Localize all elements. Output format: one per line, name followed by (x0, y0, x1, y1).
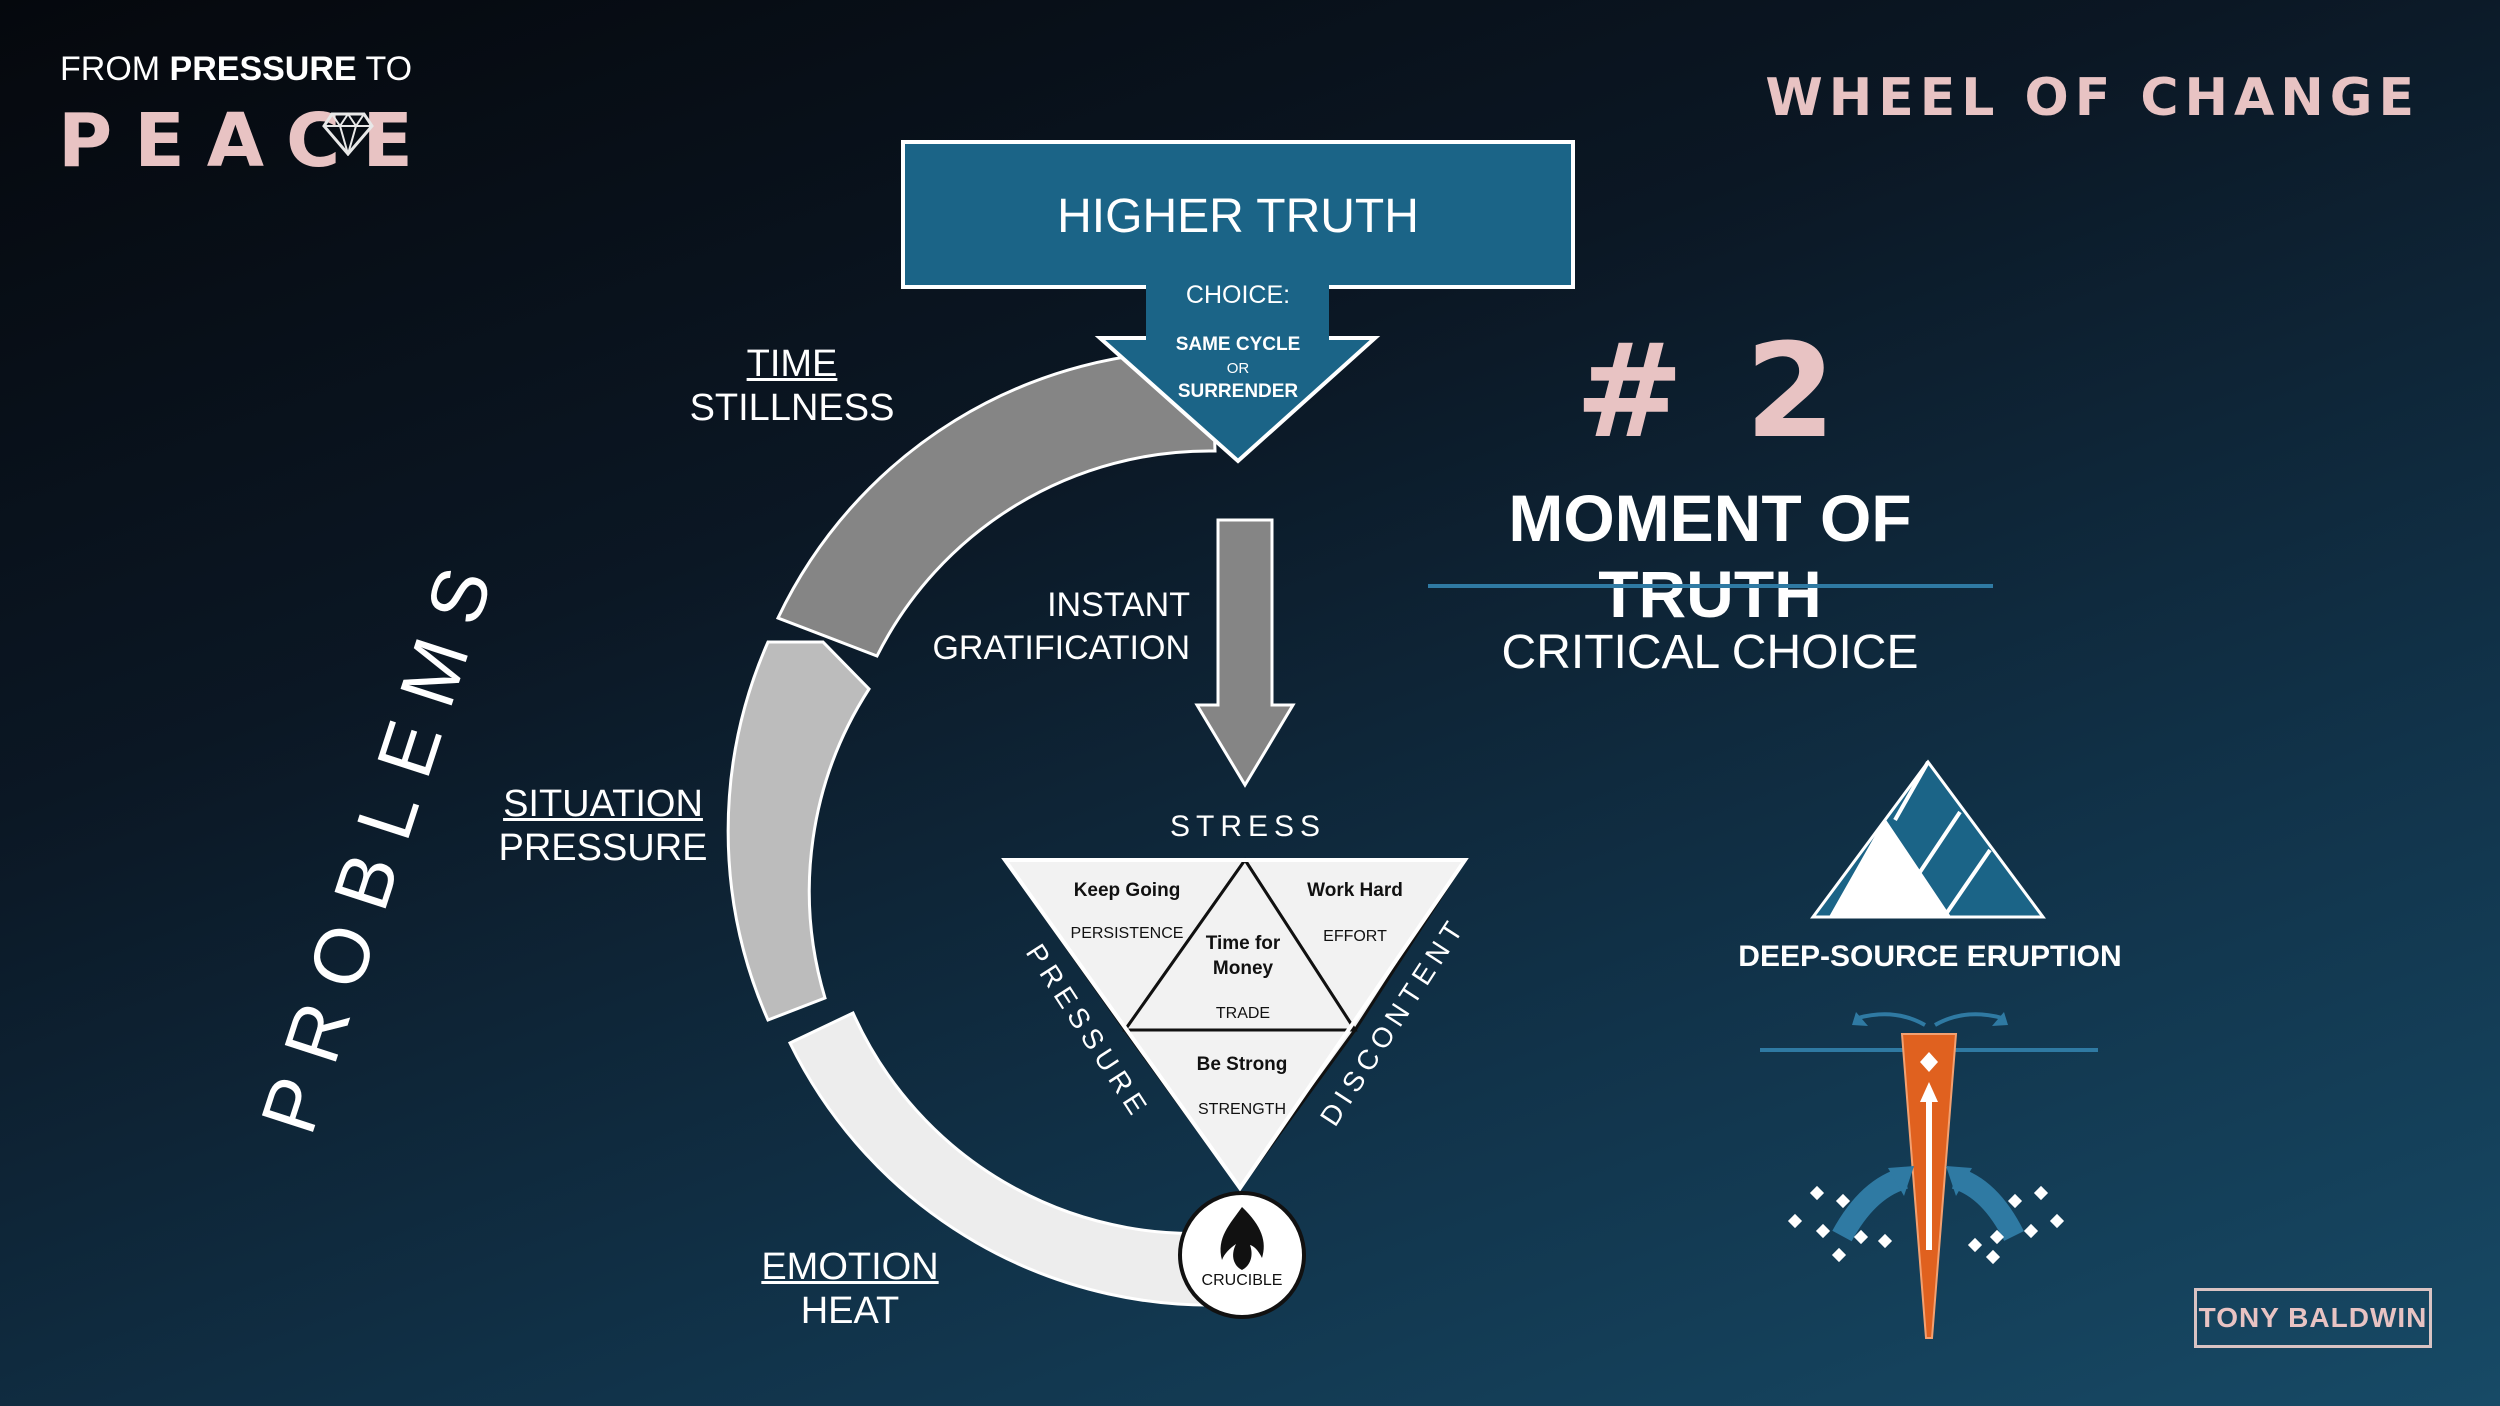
cell-be-strong-title: Be Strong (1197, 1054, 1288, 1075)
mountain-icon (1810, 759, 2046, 919)
eruption-icon (1760, 1012, 2098, 1339)
choice-option-surrender: SURRENDER (1178, 381, 1299, 402)
cell-time-for-money-title-1: Time for (1206, 933, 1281, 954)
gratification-label: GRATIFICATION (932, 629, 1190, 667)
stage-emotion-bottom: HEAT (800, 1290, 900, 1332)
cell-work-hard-title: Work Hard (1307, 880, 1403, 901)
stage-time-bottom: STILLNESS (689, 387, 895, 429)
wheel-segment-situation (726, 640, 871, 1022)
moment-of-truth-title: MOMENT OF TRUTH (1508, 481, 1912, 631)
stage-label-time: TIME STILLNESS (672, 342, 912, 430)
wheel-segment-emotion (787, 1010, 1245, 1307)
critical-choice-subtitle: CRITICAL CHOICE (1501, 626, 1919, 679)
cell-keep-going-title: Keep Going (1074, 880, 1181, 901)
stage-situation-top: SITUATION (503, 783, 703, 825)
logo-tagline: FROM PRESSURE TO (60, 50, 412, 89)
higher-truth-title: HIGHER TRUTH (1057, 190, 1419, 243)
stage-label-situation: SITUATION PRESSURE (488, 782, 718, 870)
instant-label: INSTANT (1047, 586, 1190, 624)
stress-triangle (1001, 857, 1469, 1192)
logo-pressure-text: PRESSURE (169, 50, 357, 88)
moment-divider (1428, 584, 1993, 588)
logo-peace: PEACE (58, 98, 435, 184)
wheel-of-change-title: WHEEL OF CHANGE (1765, 68, 2420, 128)
moment-number: # 2 (1575, 315, 1844, 467)
stage-emotion-top: EMOTION (761, 1246, 939, 1288)
crucible-label: CRUCIBLE (1202, 1272, 1283, 1289)
deep-source-eruption-label: DEEP-SOURCE ERUPTION (1738, 940, 2122, 973)
logo-to-text: TO (356, 50, 413, 88)
higher-truth-box (901, 140, 1575, 289)
instant-gratification-arrow (1194, 518, 1296, 788)
diamond-icon (322, 112, 374, 156)
stage-label-emotion: EMOTION HEAT (735, 1245, 965, 1333)
stage-situation-bottom: PRESSURE (498, 827, 708, 869)
cell-time-for-money-sub: TRADE (1216, 1005, 1270, 1022)
choice-or: OR (1227, 360, 1250, 377)
stress-label: STRESS (1170, 810, 1326, 843)
logo-from-text: FROM (60, 50, 170, 88)
cell-time-for-money-title-2: Money (1213, 958, 1274, 979)
fire-icon (1220, 1207, 1264, 1270)
author-badge: TONY BALDWIN (2194, 1288, 2432, 1348)
cell-work-hard-sub: EFFORT (1323, 928, 1387, 945)
cell-keep-going-sub: PERSISTENCE (1071, 925, 1184, 942)
choice-option-same-cycle: SAME CYCLE (1176, 334, 1301, 355)
choice-label: CHOICE: (1186, 281, 1290, 309)
stage-time-top: TIME (746, 343, 838, 385)
cell-be-strong-sub: STRENGTH (1198, 1101, 1286, 1118)
